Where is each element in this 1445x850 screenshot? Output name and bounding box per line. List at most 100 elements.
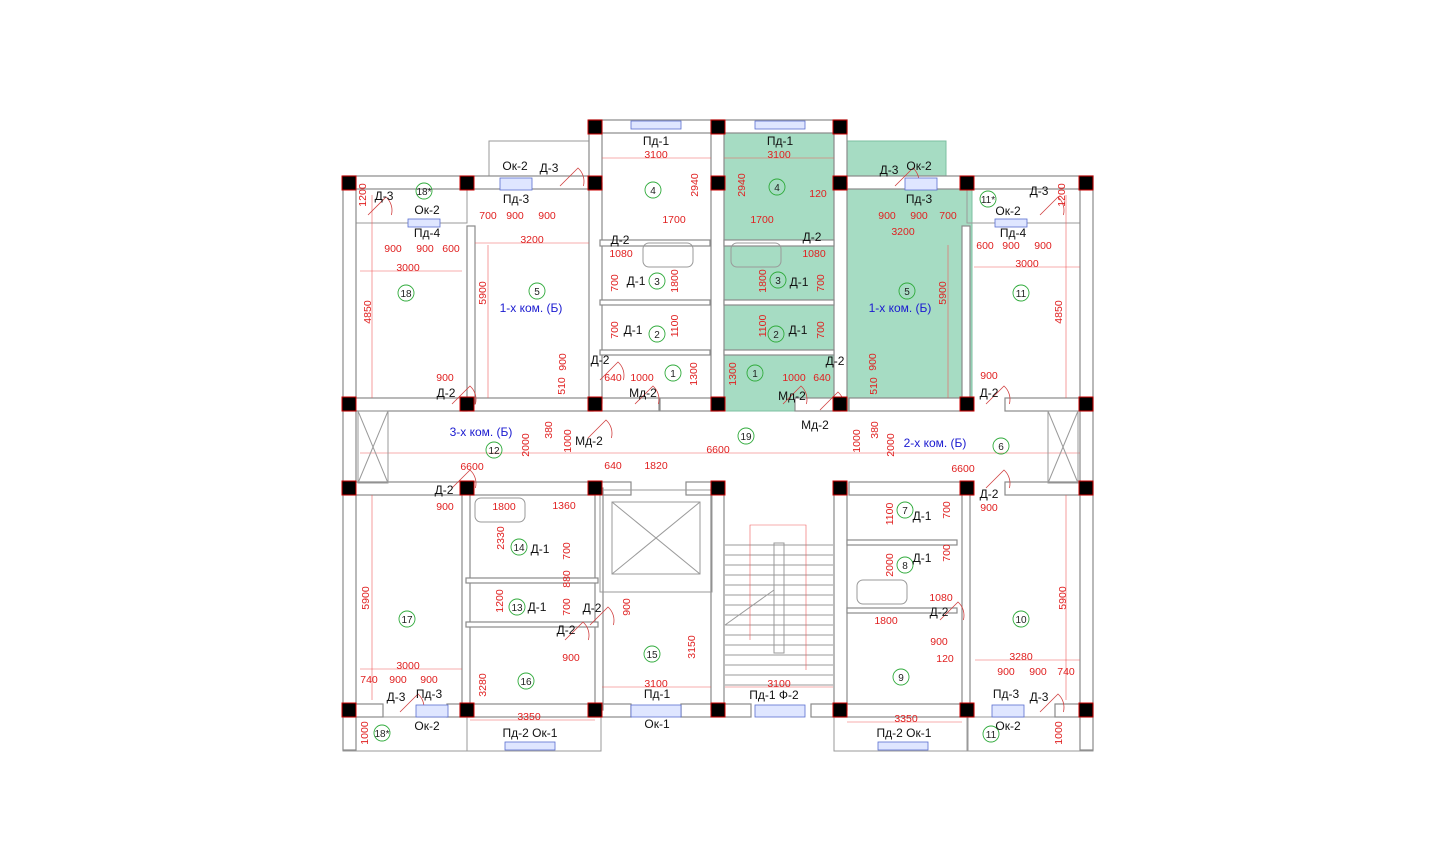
opening-label: Ок-1: [644, 717, 670, 731]
window: [754, 120, 806, 130]
opening-label: Мд-2: [778, 389, 806, 403]
column: [710, 396, 726, 412]
dimension-label: 3350: [894, 713, 918, 725]
room-number: 8: [902, 561, 908, 572]
column: [710, 702, 726, 718]
opening-label: Д-2: [826, 354, 845, 368]
dimension-label: 740: [1057, 666, 1075, 678]
dimension-label: 700: [941, 544, 953, 562]
opening-label: Д-1: [528, 600, 547, 614]
window: [630, 704, 682, 718]
room-number-circle: [767, 325, 785, 343]
dimension-label: 900: [538, 210, 556, 222]
column: [832, 175, 848, 191]
dimension-label: 900: [436, 501, 454, 513]
opening-label: Мд-2: [575, 434, 603, 448]
dimension-label: 5900: [360, 586, 372, 610]
column: [710, 480, 726, 496]
room-number: 4: [650, 186, 656, 197]
room-number: 4: [774, 183, 780, 194]
opening-label: Д-2: [980, 386, 999, 400]
opening-label: Д-1: [627, 274, 646, 288]
room-number-circle: [373, 724, 391, 742]
dimension-label: 600: [442, 243, 460, 255]
dimension-label: 900: [1034, 240, 1052, 252]
room-number: 18*: [416, 187, 431, 198]
dimension-label: 900: [416, 243, 434, 255]
opening-label: Д-2: [583, 601, 602, 615]
dimension-label: 1800: [874, 615, 898, 627]
column: [587, 396, 603, 412]
dimension-label: 900: [389, 674, 407, 686]
column: [341, 175, 357, 191]
opening-label: Д-1: [913, 551, 932, 565]
room-number: 19: [740, 432, 752, 443]
dimension-label: 3100: [644, 678, 668, 690]
dimension-label: 1100: [669, 315, 681, 338]
dimension-label: 510: [556, 377, 568, 395]
dimension-label: 900: [1029, 666, 1047, 678]
room-number-circle: [643, 645, 661, 663]
column: [832, 480, 848, 496]
dimension-label: 900: [867, 353, 879, 371]
column: [710, 175, 726, 191]
dimension-label: 380: [543, 421, 555, 439]
room-number-circle: [397, 284, 415, 302]
dimension-label: 3200: [891, 226, 915, 238]
dimension-label: 2000: [885, 433, 897, 457]
opening-label: Пд-2 Ок-1: [877, 726, 932, 740]
column: [959, 702, 975, 718]
opening-label: Мд-2: [629, 386, 657, 400]
dimension-label: 900: [420, 674, 438, 686]
opening-label: Ок-2: [995, 204, 1021, 218]
column: [710, 119, 726, 135]
dimension-label: 2000: [884, 553, 896, 577]
room-number-circle: [648, 272, 666, 290]
window: [504, 741, 556, 751]
room-number: 3: [775, 276, 781, 287]
window: [904, 177, 938, 191]
dimension-label: 900: [997, 666, 1015, 678]
column: [341, 396, 357, 412]
room-number-circle: [979, 190, 997, 208]
dimension-label: 2000: [520, 433, 532, 457]
room-number: 14: [513, 543, 525, 554]
room-number-circle: [898, 282, 916, 300]
opening-label: Пд-4: [414, 226, 441, 240]
dimension-label: 700: [939, 210, 957, 222]
dimension-label: 120: [809, 188, 827, 200]
opening-label: Д-1: [913, 509, 932, 523]
dimension-label: 3100: [767, 678, 791, 690]
opening-label: Пд-1: [643, 134, 670, 148]
dimension-label: 6600: [951, 463, 975, 475]
window: [415, 704, 449, 718]
room-number: 11: [1016, 289, 1027, 300]
dimension-label: 1000: [782, 372, 806, 384]
dimension-label: 510: [868, 377, 880, 395]
dimension-label: 4850: [1053, 300, 1065, 324]
room-number: 2: [773, 330, 779, 341]
dimension-label: 120: [936, 653, 954, 665]
dimension-label: 1100: [884, 503, 896, 526]
room-number: 5: [534, 287, 540, 298]
opening-label: Ок-2: [414, 203, 440, 217]
opening-label: Д-2: [437, 386, 456, 400]
opening-label: Мд-2: [801, 418, 829, 432]
room-number-circle: [769, 271, 787, 289]
room-number: 3: [654, 277, 660, 288]
dimension-label: 900: [436, 372, 454, 384]
dimension-label: 700: [609, 321, 621, 339]
room-number-circle: [896, 556, 914, 574]
dimension-label: 640: [813, 372, 831, 384]
dimension-label: 900: [557, 353, 569, 371]
dimension-label: 700: [815, 274, 827, 292]
dimension-label: 1800: [757, 269, 769, 293]
opening-label: Д-3: [387, 690, 406, 704]
dimension-label: 700: [479, 210, 497, 222]
column: [587, 119, 603, 135]
room-number-circle: [982, 725, 1000, 743]
dimension-label: 900: [621, 598, 633, 616]
dimension-label: 1300: [688, 362, 700, 386]
room-number: 2: [654, 330, 660, 341]
room-number-circle: [896, 501, 914, 519]
